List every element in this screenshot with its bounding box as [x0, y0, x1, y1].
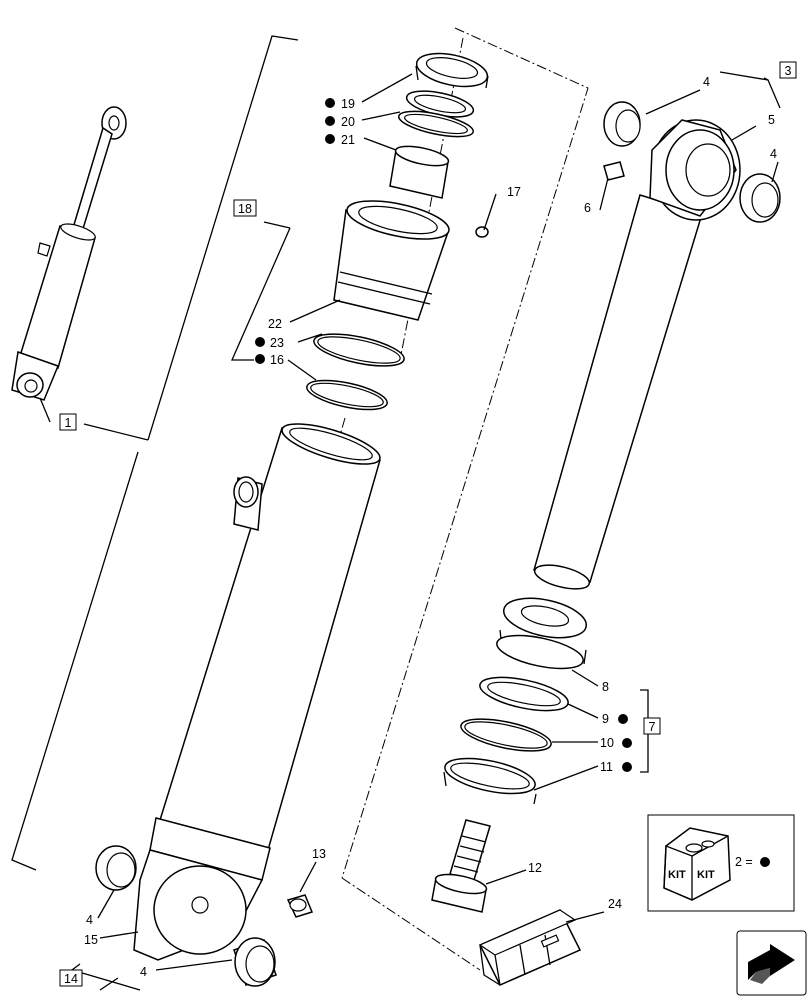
label-15: 15 — [84, 933, 98, 947]
rod — [533, 119, 741, 590]
box-label-18: 18 — [233, 199, 257, 217]
label-19: 19 — [341, 97, 355, 111]
ring-20 — [398, 90, 475, 138]
ring-11 — [443, 757, 537, 805]
crate-24 — [478, 909, 582, 986]
label-13: 13 — [312, 847, 326, 861]
kit-legend-marker — [760, 857, 770, 867]
kit-marker-10 — [622, 738, 632, 748]
label-6: 6 — [584, 201, 591, 215]
box-label-7: 7 — [643, 717, 661, 735]
box-text-3: 3 — [785, 64, 792, 78]
label-4-top: 4 — [703, 75, 710, 89]
label-4-lower-right: 4 — [140, 965, 147, 979]
navigation-arrow-button[interactable] — [736, 930, 807, 996]
kit-legend: KIT KIT 2 = — [647, 814, 795, 912]
barrel — [133, 423, 381, 961]
fitting-13 — [286, 894, 314, 918]
box-label-1: 1 — [59, 413, 77, 431]
label-20: 20 — [341, 115, 355, 129]
kit-marker-9 — [618, 714, 628, 724]
kit-word-right: KIT — [697, 869, 715, 881]
label-8: 8 — [602, 680, 609, 694]
label-23: 23 — [270, 336, 284, 350]
seal-19 — [415, 52, 489, 89]
kit-marker-20 — [325, 116, 335, 126]
bushing-right-lower — [233, 937, 277, 987]
assembled-cylinder-thumbnail — [11, 106, 127, 401]
ring-23 — [313, 333, 405, 367]
bushing-21 — [389, 145, 450, 199]
kit-part-icon — [685, 843, 703, 853]
bushing-left-lower — [95, 845, 137, 891]
grease-fitting-6 — [603, 161, 625, 181]
kit-marker-19 — [325, 98, 335, 108]
kit-marker-16 — [255, 354, 265, 364]
label-16: 16 — [270, 353, 284, 367]
box-text-14: 14 — [64, 972, 78, 986]
head-22 — [333, 200, 450, 321]
label-17: 17 — [507, 185, 521, 199]
label-22: 22 — [268, 317, 282, 331]
kit-part-icon — [701, 840, 715, 848]
label-4-right: 4 — [770, 147, 777, 161]
label-4-lower-left: 4 — [86, 913, 93, 927]
label-24: 24 — [608, 897, 622, 911]
box-label-14: 14 — [59, 969, 83, 987]
piston-8 — [496, 597, 588, 670]
ring-16 — [306, 379, 388, 411]
box-text-7: 7 — [649, 720, 656, 734]
screw-17 — [475, 226, 489, 238]
box-label-3: 3 — [779, 61, 797, 79]
ring-10 — [460, 718, 552, 752]
kit-marker-11 — [622, 762, 632, 772]
arrow-icon-shape — [748, 944, 795, 980]
label-9: 9 — [602, 712, 609, 726]
box-text-18: 18 — [238, 202, 252, 216]
label-11: 11 — [600, 760, 613, 774]
label-5: 5 — [768, 113, 775, 127]
kit-marker-21 — [325, 134, 335, 144]
bushing-top-right — [739, 173, 781, 223]
label-21: 21 — [341, 133, 355, 147]
label-12: 12 — [528, 861, 542, 875]
kit-legend-text: 2 = — [735, 855, 753, 869]
bushing-top-left — [603, 101, 641, 147]
label-10: 10 — [600, 736, 614, 750]
box-text-1: 1 — [65, 416, 72, 430]
ring-9 — [479, 676, 569, 712]
kit-word-left: KIT — [668, 869, 686, 881]
bolt-12 — [431, 819, 491, 913]
leader-lines — [11, 35, 781, 991]
explode-centerline-lower — [341, 877, 481, 971]
kit-marker-23 — [255, 337, 265, 347]
